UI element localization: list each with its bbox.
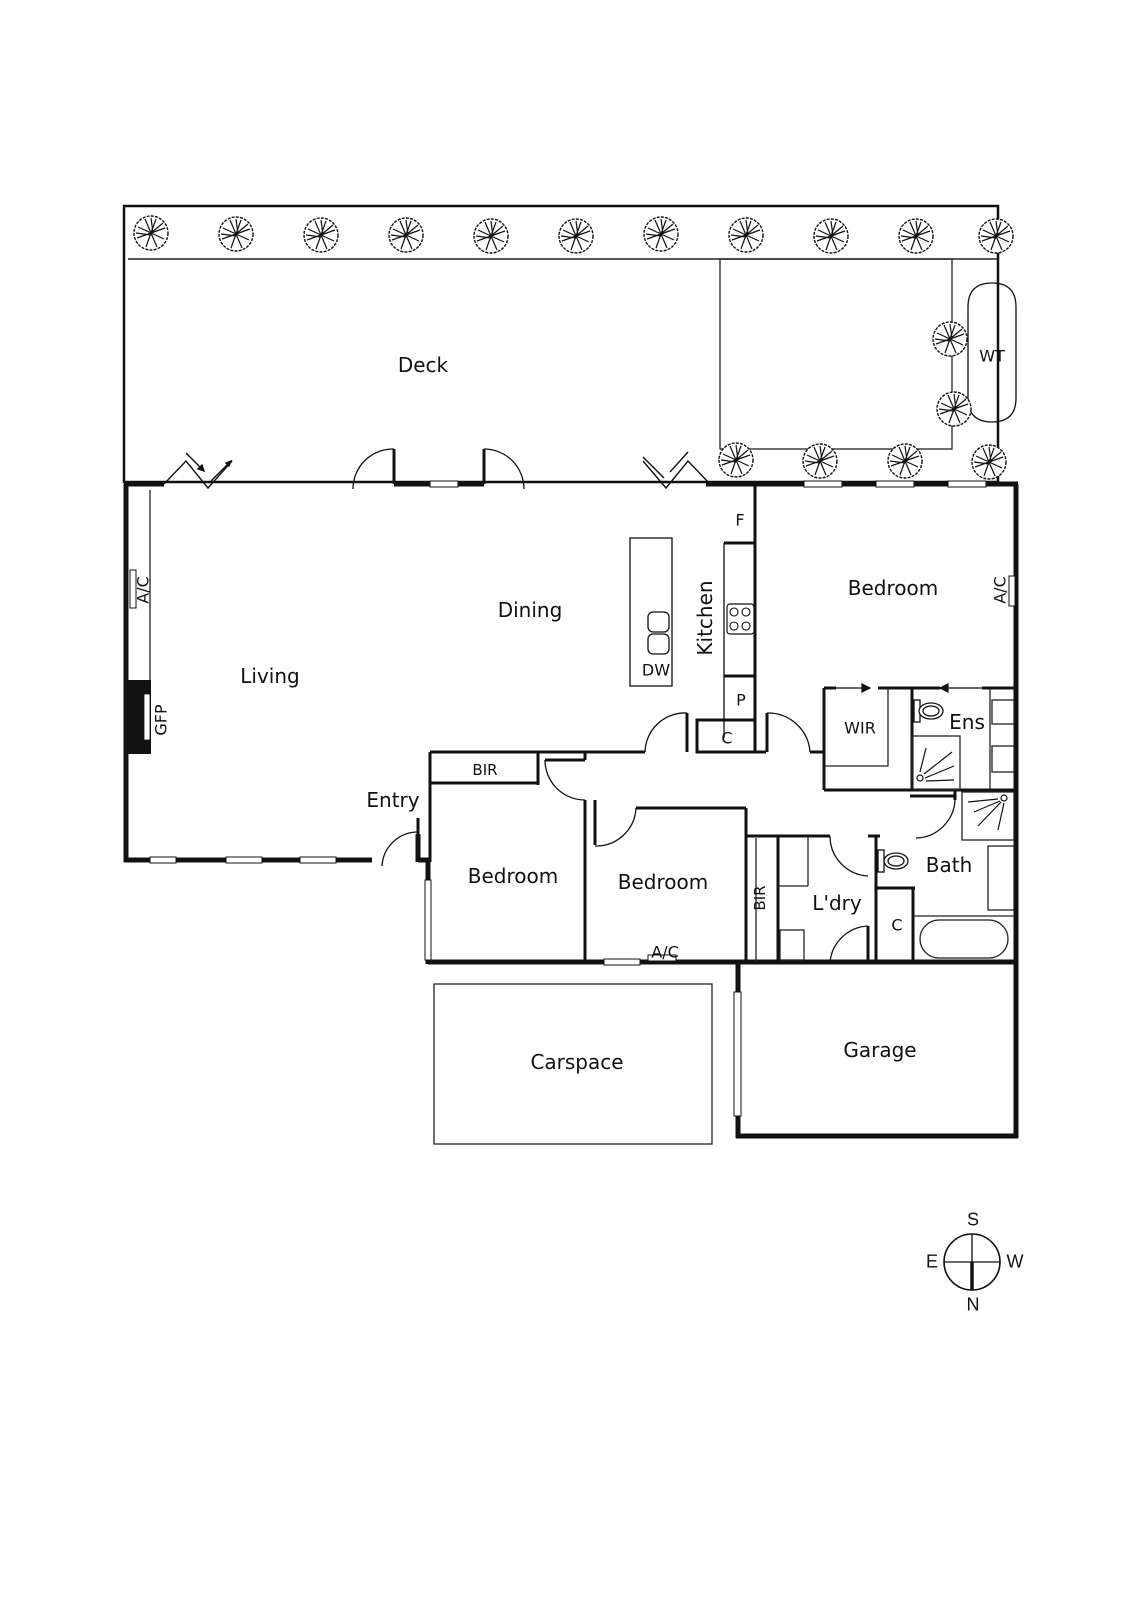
shower-icons [916, 747, 1008, 831]
compass-label-n: N [966, 1294, 980, 1315]
compass-label-w: W [1006, 1251, 1024, 1272]
room-label-living: Living [240, 664, 300, 688]
ac-unit-master [1008, 575, 1016, 607]
windows [149, 480, 987, 1117]
room-label-kitchen: Kitchen [693, 580, 717, 656]
room-label-dining: Dining [497, 598, 563, 622]
ac-unit-living [129, 569, 137, 609]
room-label-bath: Bath [925, 853, 973, 877]
fixture-label-ac-bedroom-3: A/C [651, 942, 679, 962]
room-label-cupboard-bath: C [891, 915, 903, 935]
room-label-laundry: L'dry [812, 891, 862, 915]
tree-icons [133, 215, 1014, 480]
room-label-cupboard-kitchen: C [721, 728, 733, 748]
bifold-door-right [642, 451, 711, 490]
room-label-ensuite: Ens [949, 710, 985, 734]
compass-label-s: S [966, 1209, 980, 1230]
fixture-label-ac-living: A/C [133, 576, 153, 604]
compass-label-e: E [925, 1251, 939, 1272]
ac-unit-bedroom [647, 954, 677, 962]
fixture-label-gfp: GFP [151, 704, 171, 736]
room-label-entry: Entry [366, 788, 420, 812]
room-label-bedroom-3: Bedroom [617, 870, 709, 894]
toilet-icons [877, 699, 944, 873]
room-label-bir-bedroom-3: BIR [751, 885, 769, 911]
fixture-label-dishwasher: DW [641, 660, 671, 680]
bifold-door-left [163, 452, 233, 490]
room-label-bedroom-2: Bedroom [467, 864, 559, 888]
room-label-carspace: Carspace [530, 1050, 624, 1074]
french-doors [352, 448, 525, 490]
compass-icon [943, 1233, 1001, 1291]
room-label-deck: Deck [397, 353, 449, 377]
fixture-label-ac-master: A/C [990, 576, 1010, 604]
room-label-master-bedroom: Bedroom [847, 576, 939, 600]
room-label-pantry: P [736, 690, 746, 710]
room-label-water-tank: WT [979, 346, 1005, 366]
kitchen-fixtures [629, 484, 757, 754]
room-label-wir: WIR [844, 718, 876, 738]
swing-doors [381, 712, 956, 963]
room-label-garage: Garage [843, 1038, 917, 1062]
room-label-bir-bedroom-2: BIR [472, 761, 498, 779]
deck-area [122, 204, 1017, 484]
fixture-label-fridge: F [735, 510, 745, 530]
sliding-door-arrows [836, 683, 982, 693]
thin-lines [433, 688, 1016, 1145]
